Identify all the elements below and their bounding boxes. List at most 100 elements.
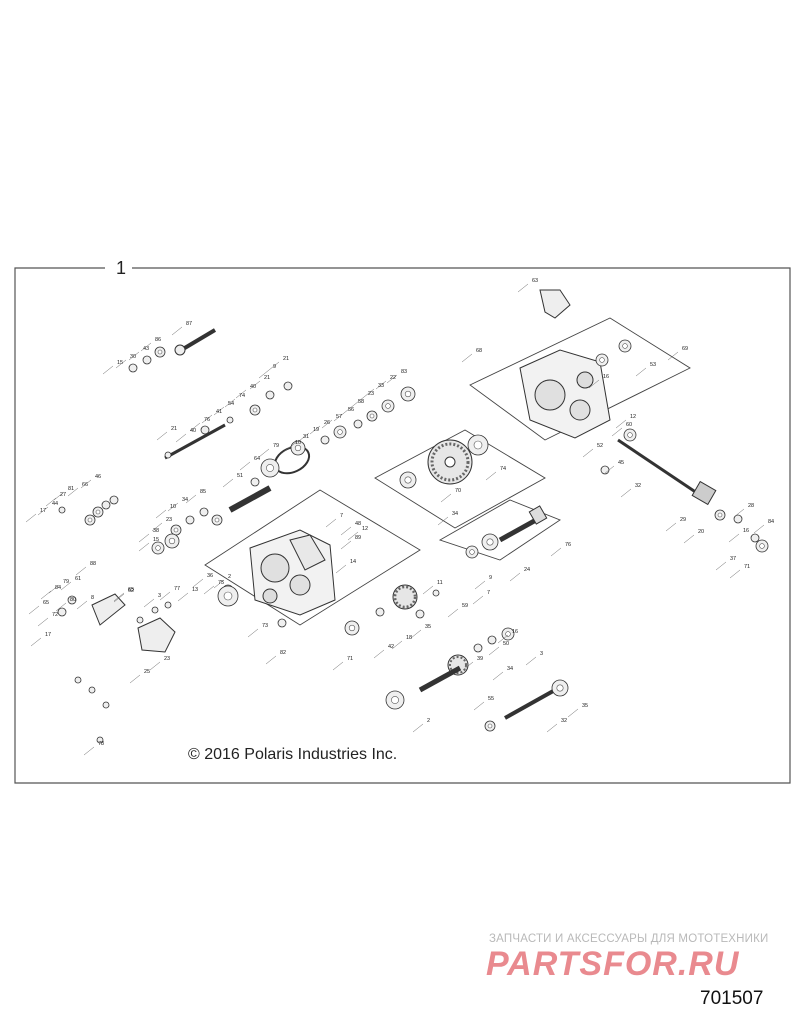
- hardware-part-bore: [294, 444, 302, 452]
- shaft-50: [418, 665, 462, 693]
- callout-leader: [128, 351, 140, 361]
- hardware-part: [375, 607, 385, 617]
- callout-leader: [213, 579, 225, 589]
- callout-label: 58: [358, 399, 364, 405]
- callout-label: 34: [182, 497, 188, 503]
- callout-leader: [391, 640, 403, 650]
- callout-leader: [113, 592, 125, 602]
- watermark-tagline: ЗАПЧАСТИ И АКСЕССУАРЫ ДЛЯ МОТОТЕХНИКИ: [489, 933, 769, 945]
- callout-label: 86: [155, 337, 161, 343]
- callout-leader: [437, 516, 449, 526]
- output-shaft: [617, 438, 717, 506]
- callout-leader: [76, 600, 88, 610]
- callout-label: 31: [303, 434, 309, 440]
- callout-leader: [203, 585, 215, 595]
- hardware-part: [57, 607, 67, 617]
- callout-leader: [665, 522, 677, 532]
- callout-label: 78: [98, 741, 104, 747]
- plate-78: [91, 593, 126, 626]
- callout-leader: [412, 723, 424, 733]
- callout-leader: [175, 433, 187, 443]
- callout-label: 2: [228, 574, 231, 580]
- callout-leader: [151, 522, 163, 532]
- hardware-part: [101, 500, 111, 510]
- hardware-part: [283, 381, 293, 391]
- hardware-part-bore: [486, 538, 494, 546]
- shaft-51: [228, 485, 272, 513]
- hardware-part-bore: [337, 429, 343, 435]
- callout-label: 22: [390, 375, 396, 381]
- callout-label: 87: [186, 321, 192, 327]
- callout-label: 64: [254, 456, 260, 462]
- copyright-notice: © 2016 Polaris Industries Inc.: [188, 746, 398, 763]
- callout-leader: [620, 488, 632, 498]
- hardware-part: [200, 425, 210, 435]
- callout-label: 72: [52, 612, 58, 618]
- callout-label: 68: [476, 348, 482, 354]
- callout-leader: [485, 471, 497, 481]
- callout-leader: [143, 598, 155, 608]
- callout-label: 29: [680, 517, 686, 523]
- callout-leader: [140, 342, 152, 352]
- callout-label: 45: [618, 460, 624, 466]
- callouts: 8715304386219214074544176402183223323585…: [25, 278, 774, 756]
- shaft-55: [504, 688, 556, 720]
- callout-label: 46: [95, 474, 101, 480]
- hardware-part-bore: [469, 549, 475, 555]
- callout-label: 16: [743, 528, 749, 534]
- callout-label: 62: [128, 588, 134, 594]
- callout-label: 36: [207, 573, 213, 579]
- callout-label: 41: [216, 409, 222, 415]
- callout-leader: [258, 369, 270, 379]
- hardware-part: [67, 595, 77, 605]
- hardware-part-bore: [391, 696, 399, 704]
- callout-label: 84: [55, 585, 61, 591]
- callout-label: 43: [143, 346, 149, 352]
- hardware-part: [265, 390, 275, 400]
- hardware-part: [320, 435, 330, 445]
- callout-label: 21: [283, 356, 289, 362]
- callout-leader: [353, 396, 365, 406]
- callout-label: 44: [52, 501, 58, 507]
- hardware-part-bore: [214, 517, 220, 523]
- callout-label: 8: [91, 595, 94, 601]
- callout-label: 70: [455, 488, 461, 494]
- callout-label: 54: [228, 401, 234, 407]
- callout-leader: [474, 580, 486, 590]
- callout-leader: [410, 629, 422, 639]
- callout-label: 40: [190, 428, 196, 434]
- callout-label: 55: [488, 696, 494, 702]
- callout-leader: [683, 534, 695, 544]
- hardware-part: [88, 686, 96, 694]
- callout-label: 40: [250, 384, 256, 390]
- callout-leader: [347, 531, 359, 541]
- callout-leader: [343, 404, 355, 414]
- callout-leader: [45, 497, 57, 507]
- hardware-part: [151, 606, 159, 614]
- callout-leader: [258, 448, 270, 458]
- hardware-part: [142, 355, 152, 365]
- callout-label: 7: [487, 590, 490, 596]
- callout-leader: [224, 398, 236, 408]
- callout-label: 24: [524, 567, 530, 573]
- callout-label: 11: [437, 580, 443, 586]
- callout-leader: [265, 655, 277, 665]
- callout-label: 59: [462, 603, 468, 609]
- callout-label: 32: [561, 718, 567, 724]
- callout-leader: [567, 708, 579, 718]
- figure-number: 701507: [700, 988, 764, 1009]
- callout-leader: [325, 518, 337, 528]
- callout-leader: [492, 671, 504, 681]
- callout-leader: [171, 326, 183, 336]
- hardware-part: [109, 495, 119, 505]
- callout-label: 52: [597, 443, 603, 449]
- hardware-part-bore: [599, 357, 605, 363]
- callout-label: 73: [262, 623, 268, 629]
- callout-leader: [25, 513, 37, 523]
- callout-leader: [213, 406, 225, 416]
- callout-label: 61: [75, 576, 81, 582]
- callout-leader: [28, 605, 40, 615]
- callout-leader: [611, 427, 623, 437]
- callout-label: 32: [635, 483, 641, 489]
- hardware-part-bore: [759, 543, 765, 549]
